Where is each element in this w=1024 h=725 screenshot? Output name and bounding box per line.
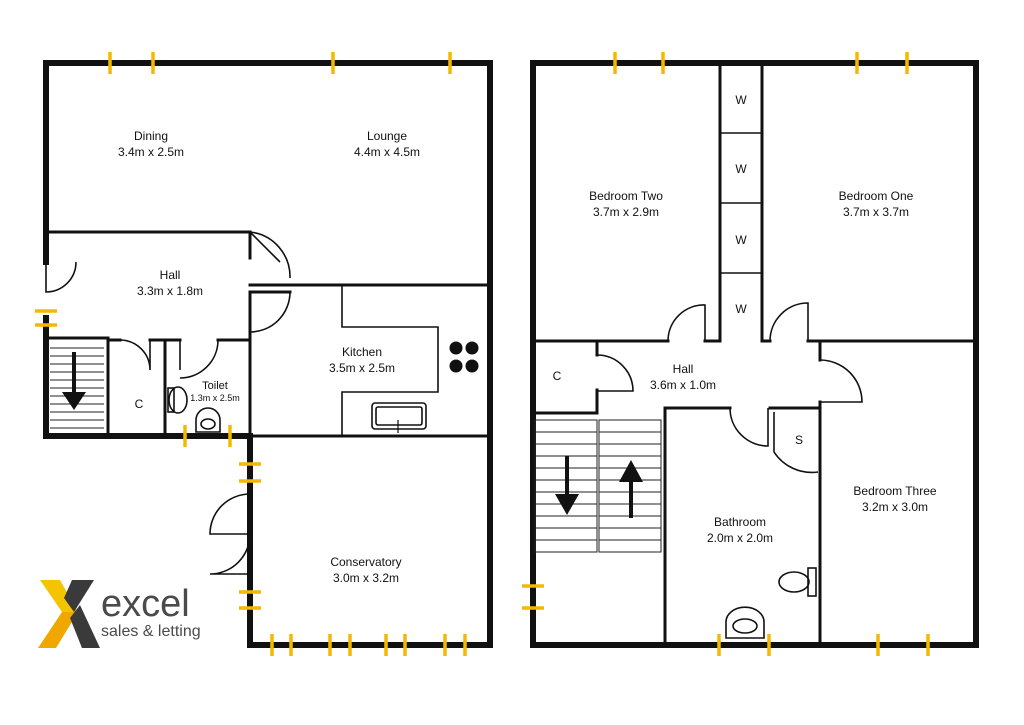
logo-wordmark: excel [101, 583, 190, 625]
shower-label: S [795, 433, 803, 447]
excel-logo: excel sales & letting [38, 580, 201, 648]
first-floor-windows [522, 52, 930, 656]
wardrobe-label: W [735, 302, 747, 316]
room-name-bathroom: Bathroom [714, 515, 766, 529]
cupboard-label: C [135, 397, 144, 411]
conservatory-doors [209, 493, 251, 575]
room-size-bedroom-one: 3.7m x 3.7m [843, 205, 909, 219]
room-name-kitchen: Kitchen [342, 345, 382, 359]
room-name-bedroom-two: Bedroom Two [589, 189, 663, 203]
bedroom-two-door [667, 304, 706, 342]
wardrobe-label: W [735, 233, 747, 247]
logo-x-mark-orange [38, 612, 78, 648]
room-size-conservatory: 3.0m x 3.2m [333, 571, 399, 585]
hall-door [249, 231, 291, 279]
kitchen-door [249, 291, 291, 333]
stairs-down-arrow-icon [62, 352, 86, 410]
room-name-dining: Dining [134, 129, 168, 143]
front-door [45, 261, 77, 293]
bathroom-toilet-icon [778, 567, 817, 597]
bedroom-one-door [769, 302, 809, 342]
ground-floor-outer-wall [43, 60, 493, 648]
bathroom-basin-icon [725, 606, 765, 639]
room-name-hall-first: Hall [673, 362, 694, 376]
toilet-door [179, 339, 219, 379]
room-size-bathroom: 2.0m x 2.0m [707, 531, 773, 545]
basin-icon [195, 407, 221, 433]
stairs-up-arrow-icon [619, 460, 643, 518]
logo-x-mark-dark [64, 580, 94, 612]
cupboard-door [119, 339, 151, 371]
room-name-lounge: Lounge [367, 129, 407, 143]
room-name-hall: Hall [160, 268, 181, 282]
stairs-down-arrow-icon [555, 456, 579, 515]
room-size-lounge: 4.4m x 4.5m [354, 145, 420, 159]
room-name-bedroom-one: Bedroom One [839, 189, 914, 203]
room-size-hall-first: 3.6m x 1.0m [650, 378, 716, 392]
room-size-bedroom-two: 3.7m x 2.9m [593, 205, 659, 219]
room-size-dining: 3.4m x 2.5m [118, 145, 184, 159]
first-floor-stairs [534, 419, 662, 553]
room-name-toilet: Toilet [202, 380, 228, 392]
bedroom-three-door [819, 359, 863, 403]
bathroom-door [729, 407, 769, 447]
logo-tagline: sales & letting [101, 623, 201, 640]
toilet-icon [167, 386, 188, 414]
first-floor: Bedroom Two 3.7m x 2.9m Bedroom One 3.7m… [522, 52, 979, 656]
ground-floor: Dining 3.4m x 2.5m Lounge 4.4m x 4.5m Ha… [35, 52, 493, 656]
wardrobe-label: W [735, 162, 747, 176]
kitchen-worktop [341, 285, 439, 436]
shower-door [773, 412, 819, 474]
logo-x-mark-dark-lower [70, 605, 100, 648]
room-size-hall: 3.3m x 1.8m [137, 284, 203, 298]
first-floor-outer-wall [530, 60, 979, 648]
cupboard-label-first: C [553, 369, 562, 383]
room-name-bedroom-three: Bedroom Three [853, 484, 936, 498]
room-size-kitchen: 3.5m x 2.5m [329, 361, 395, 375]
room-size-bedroom-three: 3.2m x 3.0m [862, 500, 928, 514]
room-name-conservatory: Conservatory [330, 555, 401, 569]
hob-icon [449, 341, 479, 373]
wardrobe-label: W [735, 93, 747, 107]
room-size-toilet: 1.3m x 2.5m [190, 393, 240, 403]
ground-floor-windows [35, 52, 467, 656]
kitchen-sink-icon [371, 402, 427, 433]
cupboard-door [596, 354, 634, 392]
ground-floor-stairs [50, 347, 104, 429]
